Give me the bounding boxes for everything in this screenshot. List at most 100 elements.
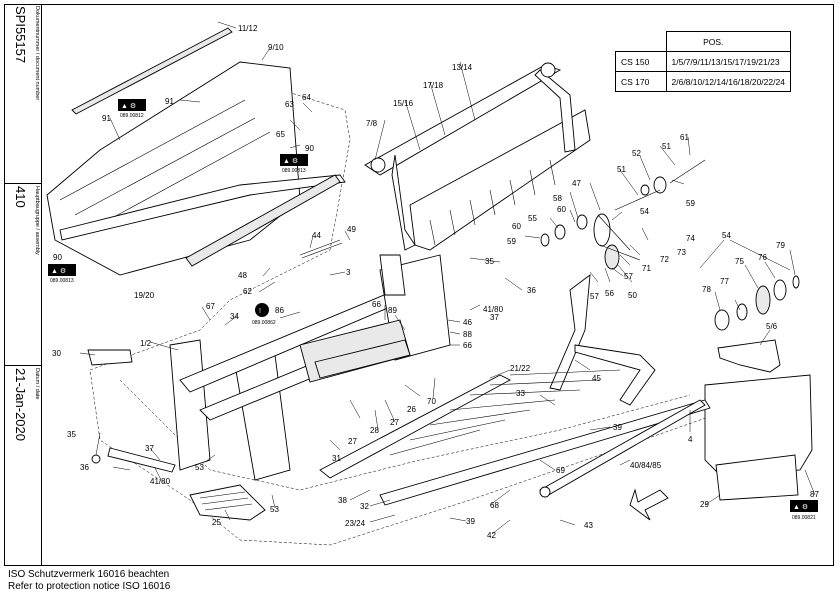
part-label: 51 xyxy=(662,142,671,151)
warning-code: 089.00813 xyxy=(282,168,306,174)
gear-part xyxy=(755,285,771,315)
part-label: 7/8 xyxy=(366,119,378,128)
part-label: 54 xyxy=(722,231,731,240)
part-label: 4 xyxy=(688,435,693,444)
part-label: 48 xyxy=(238,271,247,280)
svg-text:▲ ⚙: ▲ ⚙ xyxy=(121,102,136,110)
washer-part xyxy=(554,224,566,240)
part-label: 71 xyxy=(642,264,651,273)
part-label: 42 xyxy=(487,531,496,540)
part-label: 55 xyxy=(528,214,537,223)
part-label: 19/20 xyxy=(134,291,155,300)
part-label: 36 xyxy=(527,286,536,295)
top-strip-part xyxy=(71,27,233,115)
washer-part xyxy=(792,275,800,289)
shaft-end xyxy=(370,157,386,173)
gear-part xyxy=(604,244,620,270)
part-label: 41/80 xyxy=(150,477,171,486)
warning-sticker-icon: ▲ ⚙ 089.00821 xyxy=(790,500,818,521)
lever-link-part xyxy=(574,344,656,406)
part-label: 52 xyxy=(632,149,641,158)
part-label: 65 xyxy=(276,130,285,139)
shaft-end xyxy=(540,62,556,78)
deflector-strip-part xyxy=(185,174,341,267)
part-label: 38 xyxy=(338,496,347,505)
part-label: 49 xyxy=(347,225,356,234)
part-label: 37 xyxy=(145,444,154,453)
washer-part xyxy=(736,303,748,321)
warning-sticker-icon: ▲ ⚙ 089.00813 xyxy=(48,264,76,284)
part-label: 9/10 xyxy=(268,43,284,52)
part-label: 91 xyxy=(165,97,174,106)
part-label: 73 xyxy=(677,248,686,257)
svg-text:▲ ⚙: ▲ ⚙ xyxy=(51,267,66,275)
hood-cover-part xyxy=(46,61,301,276)
protection-plate-part xyxy=(189,484,266,521)
part-label: 33 xyxy=(516,389,525,398)
part-label: 32 xyxy=(360,502,369,511)
part-label: 57 xyxy=(624,272,633,281)
tine-shaft-part xyxy=(379,399,711,506)
part-label: 79 xyxy=(776,241,785,250)
part-label: 72 xyxy=(660,255,669,264)
part-label: 13/14 xyxy=(452,63,473,72)
part-label: 60 xyxy=(557,205,566,214)
svg-text:▲ ⚙: ▲ ⚙ xyxy=(793,503,808,511)
side-cover-lower-part xyxy=(715,454,799,501)
part-label: 87 xyxy=(810,490,819,499)
part-label: 86 xyxy=(275,306,284,315)
part-label: 58 xyxy=(553,194,562,203)
position-table: POS. CS 150 1/5/7/9/11/13/15/17/19/21/23… xyxy=(615,31,791,92)
part-label: 47 xyxy=(572,179,581,188)
part-label: 46 xyxy=(463,318,472,327)
protection-notice-de: ISO Schutzvermerk 16016 beachten xyxy=(8,569,170,580)
washer-part xyxy=(540,233,550,247)
part-label: 90 xyxy=(53,253,62,262)
warning-code: 089.00812 xyxy=(120,113,144,119)
roller-part xyxy=(107,447,176,473)
part-label: 34 xyxy=(230,312,239,321)
part-label: 69 xyxy=(556,466,565,475)
part-label: 41/80 xyxy=(483,305,504,314)
part-label: 17/18 xyxy=(423,81,444,90)
title-block-assembly-cell: Hauptbaugruppe / assembly 410 xyxy=(4,184,42,366)
warning-sticker-icon: ! 089.00862 xyxy=(252,303,276,326)
part-label: 75 xyxy=(735,257,744,266)
part-label: 62 xyxy=(243,287,252,296)
part-label: 37 xyxy=(490,313,499,322)
part-label: 70 xyxy=(427,397,436,406)
lever-part xyxy=(549,274,591,391)
sprocket-part xyxy=(593,213,611,247)
shaft-end xyxy=(539,486,551,498)
bolt-part xyxy=(91,454,101,464)
title-block-docnumber-cell: Dokumentnummer / document number SPI5515… xyxy=(4,4,42,184)
part-label: 90 xyxy=(305,144,314,153)
svg-text:▲ ⚙: ▲ ⚙ xyxy=(283,157,298,165)
part-label: 28 xyxy=(370,426,379,435)
warning-code: 089.00821 xyxy=(792,515,816,521)
part-label: 43 xyxy=(584,521,593,530)
part-label: 11/12 xyxy=(238,24,258,33)
part-label: 23/24 xyxy=(345,519,366,528)
warning-sticker-icon: ▲ ⚙ 089.00813 xyxy=(280,154,308,174)
part-label: 21/22 xyxy=(510,364,531,373)
bracket-part xyxy=(87,349,133,366)
bearing-part xyxy=(714,309,730,331)
washer-part xyxy=(640,184,650,196)
part-label: 77 xyxy=(720,277,729,286)
drawing-frame xyxy=(4,4,834,566)
bearing-part xyxy=(773,279,787,301)
part-label: 36 xyxy=(80,463,89,472)
part-label: 31 xyxy=(332,454,341,463)
part-label: 53 xyxy=(270,505,279,514)
part-label: 88 xyxy=(463,330,472,339)
table-row: CS 170 2/6/8/10/12/14/16/18/20/22/24 xyxy=(615,71,791,92)
baffle-plate-part xyxy=(314,339,411,379)
part-label: 57 xyxy=(590,292,599,301)
side-cover-part xyxy=(704,374,813,476)
warning-code: 089.00862 xyxy=(252,320,276,326)
part-label: 30 xyxy=(52,349,61,358)
washer-part xyxy=(576,214,588,230)
part-label: 50 xyxy=(628,291,637,300)
part-label: 91 xyxy=(102,114,111,123)
